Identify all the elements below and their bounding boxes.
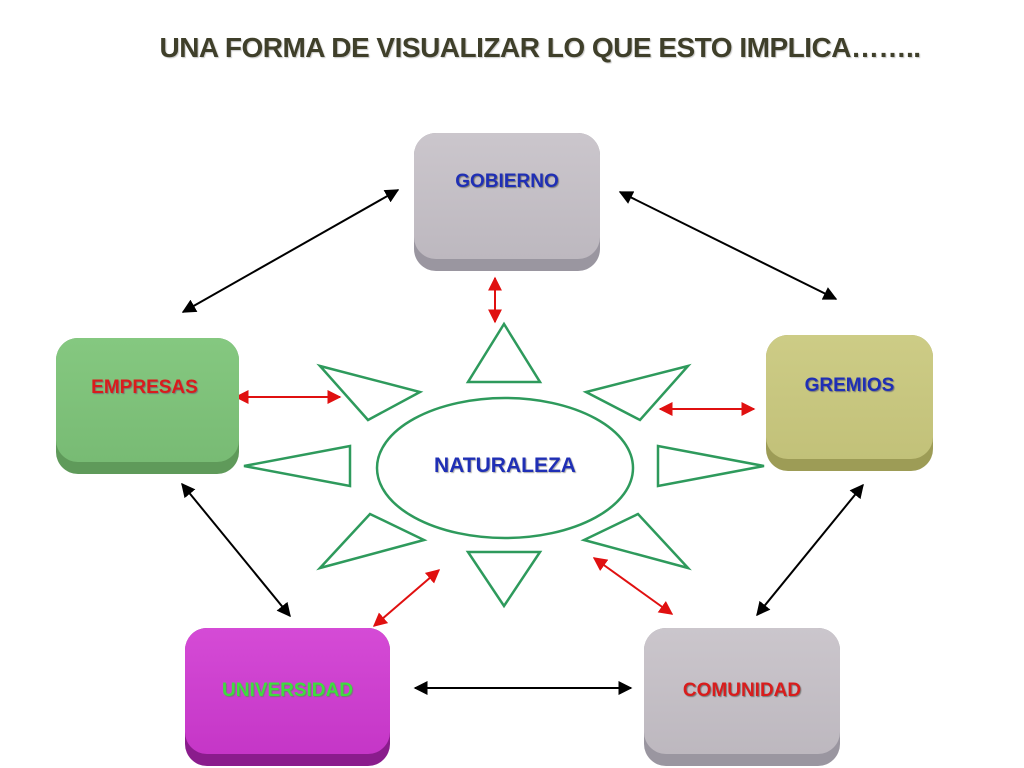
page-title: UNA FORMA DE VISUALIZAR LO QUE ESTO IMPL… bbox=[159, 32, 921, 63]
node-empresas-label: EMPRESAS bbox=[91, 377, 198, 398]
sun-ray-left bbox=[243, 444, 352, 488]
sun-ray-lower-right bbox=[580, 512, 692, 571]
node-gremios-label: GREMIOS bbox=[804, 375, 895, 396]
arrow-empresas-gobierno bbox=[181, 189, 400, 313]
sun-ray-top bbox=[465, 321, 543, 384]
node-empresas: EMPRESAS bbox=[56, 338, 239, 474]
node-comunidad-label: COMUNIDAD bbox=[682, 680, 802, 701]
sun-ray-upper-right bbox=[582, 363, 692, 422]
sun-center-ellipse bbox=[375, 396, 635, 540]
node-gobierno: GOBIERNO bbox=[414, 133, 600, 271]
arrow-universidad-naturaleza bbox=[372, 569, 441, 627]
node-gremios: GREMIOS bbox=[766, 335, 933, 471]
sun-ray-bottom bbox=[465, 550, 543, 609]
arrow-comunidad-naturaleza bbox=[592, 557, 674, 615]
node-gobierno-label: GOBIERNO bbox=[455, 171, 559, 192]
naturaleza-label: NATURALEZA bbox=[434, 454, 576, 477]
sun-ray-right bbox=[656, 444, 765, 488]
node-universidad: UNIVERSIDAD bbox=[185, 628, 390, 766]
sun-ray-upper-left bbox=[316, 363, 424, 422]
node-universidad-label: UNIVERSIDAD bbox=[222, 680, 353, 701]
node-comunidad: COMUNIDAD bbox=[644, 628, 840, 766]
arrow-empresas-universidad bbox=[181, 482, 291, 618]
arrow-gobierno-gremios bbox=[618, 191, 838, 300]
sun-rays bbox=[243, 321, 765, 609]
sun-ray-lower-left bbox=[316, 512, 428, 571]
arrow-gremios-comunidad bbox=[756, 483, 864, 617]
